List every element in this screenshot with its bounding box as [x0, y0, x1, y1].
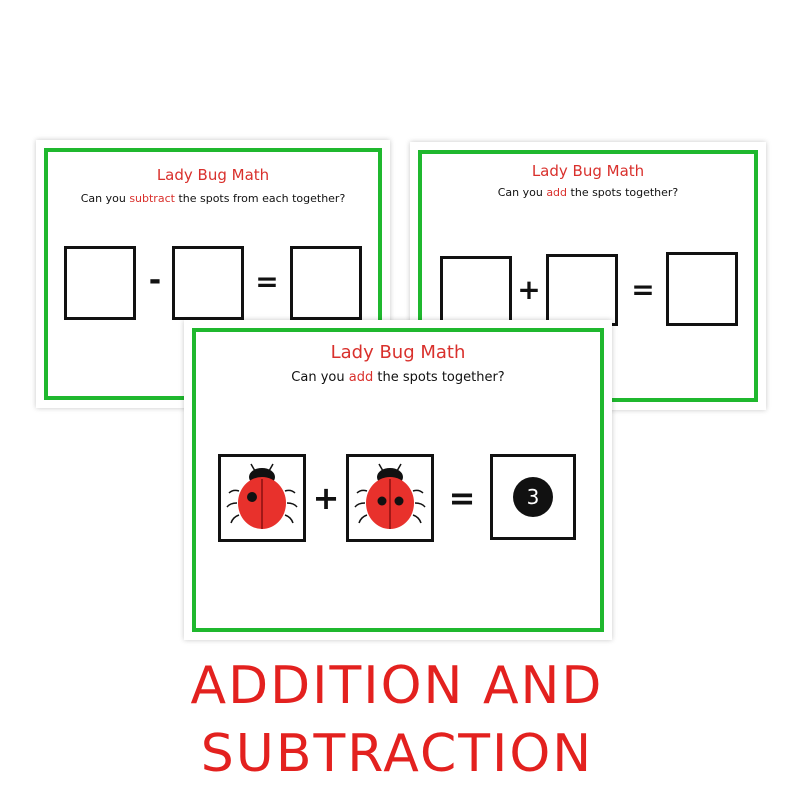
equals-sign: = [448, 479, 476, 517]
question-operation: add [546, 186, 568, 199]
first-number-box [440, 256, 512, 328]
caption-line-2: SUBTRACTION [200, 724, 594, 784]
ladybug-icon [226, 463, 298, 529]
second-number-box [546, 254, 618, 326]
plus-sign: + [517, 273, 541, 306]
minus-sign: - [148, 263, 162, 298]
question-suffix: the spots from each together? [178, 192, 346, 205]
second-number-box [172, 246, 244, 320]
ladybug-icon [354, 463, 426, 529]
card-question: Can you add the spots together? [184, 370, 612, 385]
first-ladybug-box [218, 454, 306, 542]
answer-box [290, 246, 362, 320]
question-suffix: the spots together? [377, 370, 505, 385]
question-prefix: Can you [80, 192, 126, 205]
card-question: Can you subtract the spots from each tog… [36, 192, 390, 205]
caption-line-1: ADDITION AND [190, 656, 604, 716]
answer-box [666, 252, 738, 326]
answer-number: 3 [513, 477, 553, 517]
first-number-box [64, 246, 136, 320]
question-operation: add [348, 370, 374, 385]
addition-card-front: Lady Bug Math Can you add the spots toge… [184, 320, 612, 640]
addition-card-back: Lady Bug Math Can you add the spots toge… [410, 142, 766, 410]
plus-sign: + [312, 479, 340, 517]
card-title: Lady Bug Math [531, 162, 645, 180]
subtraction-card: Lady Bug Math Can you subtract the spots… [36, 140, 390, 408]
question-prefix: Can you [497, 186, 543, 199]
equals-sign: = [255, 265, 279, 298]
card-title: Lady Bug Math [330, 342, 466, 363]
question-prefix: Can you [291, 370, 345, 385]
card-question: Can you add the spots together? [410, 186, 766, 199]
question-operation: subtract [129, 192, 175, 205]
second-ladybug-box [346, 454, 434, 542]
answer-box: 3 [490, 454, 576, 540]
card-title: Lady Bug Math [156, 166, 270, 184]
equals-sign: = [631, 273, 655, 306]
card-frame [192, 328, 604, 632]
question-suffix: the spots together? [570, 186, 679, 199]
